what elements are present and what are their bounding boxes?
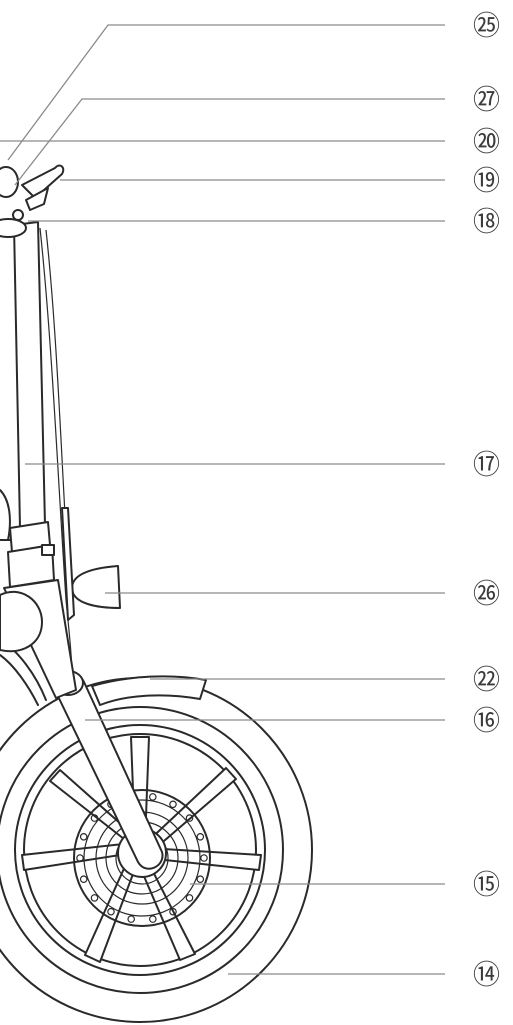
- callout-25: ㉕: [473, 11, 500, 42]
- disc-hole: [90, 894, 99, 902]
- disc-hole: [107, 907, 115, 916]
- disc-hole: [149, 793, 157, 801]
- callout-26: ㉖: [473, 579, 500, 610]
- disc-hole: [79, 875, 88, 884]
- disc-hole: [90, 814, 99, 822]
- callout-19: ⑲: [473, 166, 500, 197]
- leader-lines: [0, 24, 445, 975]
- disc-hole: [196, 832, 205, 841]
- disc-hole: [196, 875, 205, 884]
- callout-15: ⑮: [473, 870, 500, 901]
- light-bracket: [61, 507, 75, 621]
- disc-hole: [76, 854, 84, 862]
- callout-labels: ㉕ ㉗ ⑳ ⑲ ⑱ ⑰ ㉖ ㉒ ⑯ ⑮ ⑭: [473, 11, 500, 991]
- brake-lever: [21, 164, 65, 211]
- folding-joint: [0, 489, 43, 653]
- disc-hole: [149, 915, 157, 923]
- bike-line-art: [0, 164, 313, 1023]
- disc-hole: [79, 832, 88, 841]
- callout-20: ⑳: [473, 127, 500, 158]
- callout-14: ⑭: [473, 960, 500, 991]
- disc-hole: [169, 800, 177, 809]
- callout-27: ㉗: [473, 85, 500, 116]
- callout-18: ⑱: [473, 207, 500, 238]
- headlight: [71, 565, 121, 609]
- callout-17: ⑰: [473, 450, 500, 481]
- leader-25: [7, 24, 445, 161]
- front-mudguard: [91, 675, 207, 706]
- disc-hole: [185, 814, 194, 822]
- leader-27: [14, 98, 445, 186]
- frame-tube-2: [0, 654, 39, 706]
- callout-22: ㉒: [473, 665, 500, 696]
- disc-hole: [127, 915, 136, 923]
- handlebar-clamp: [0, 166, 27, 238]
- disc-hole: [169, 907, 177, 916]
- callout-16: ⑯: [473, 706, 500, 737]
- disc-hole: [200, 854, 208, 862]
- brake-cable: [39, 227, 73, 679]
- disc-hole: [185, 894, 194, 902]
- wheel-rim: [14, 724, 266, 976]
